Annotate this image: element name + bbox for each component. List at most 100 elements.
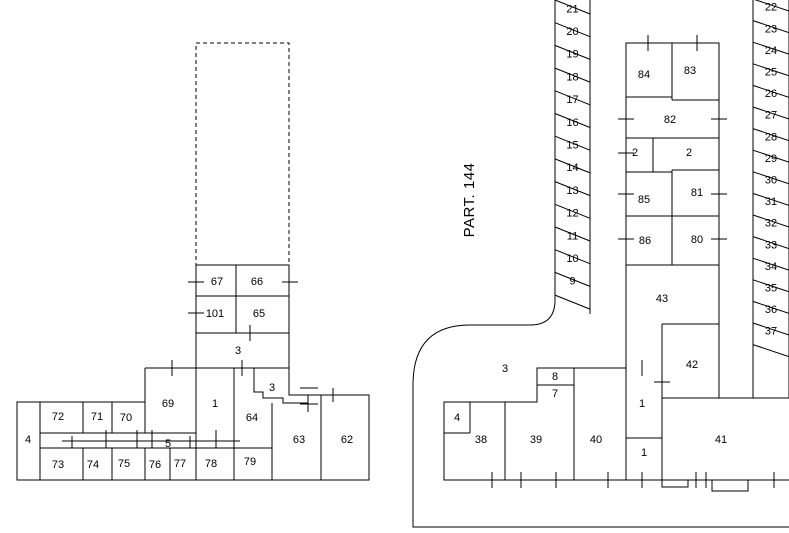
room-label: 2 (686, 147, 692, 159)
parking-stall-number: 14 (566, 162, 578, 174)
parking-stall-number: 18 (566, 71, 578, 83)
room-label: 81 (691, 187, 703, 199)
road-outline (412, 299, 789, 528)
parking-stall-number: 29 (765, 153, 777, 165)
parking-stall-divider (554, 226, 591, 242)
room-label: 7 (552, 388, 558, 400)
parking-stall-divider (752, 236, 789, 250)
room-label: 1 (641, 447, 647, 459)
parking-stall-number: 17 (566, 94, 578, 106)
parking-stall-number: 30 (765, 175, 777, 187)
parking-stall-divider (752, 214, 789, 228)
parking-stall-divider (554, 271, 591, 287)
parking-stall-divider (752, 20, 789, 34)
room-label: 76 (149, 459, 161, 471)
room-label: 75 (118, 458, 130, 470)
parking-stall-number: 35 (765, 283, 777, 295)
room-label: 39 (530, 434, 542, 446)
room-label: 71 (91, 411, 103, 423)
right-building-labels: 84 83 82 2 2 85 81 86 80 43 42 3 8 7 1 4… (454, 65, 727, 459)
parking-stall-number: 34 (765, 261, 777, 273)
room-label: 63 (293, 434, 305, 446)
room-label: 2 (632, 147, 638, 159)
room-label: 3 (235, 345, 241, 357)
parking-stall-divider (554, 22, 591, 38)
parking-stall-number: 32 (765, 218, 777, 230)
left-building (16, 42, 370, 481)
parking-stall-number: 31 (765, 196, 777, 208)
parking-stall-number: 19 (566, 49, 578, 61)
room-label: 86 (639, 235, 651, 247)
parking-stall-divider (752, 63, 789, 77)
room-label: 82 (664, 114, 676, 126)
right-parking-strip (752, 0, 789, 398)
room-label: 101 (206, 308, 224, 320)
parking-stall-divider (752, 41, 789, 55)
parking-stall-number: 37 (765, 326, 777, 338)
room-label: 83 (684, 65, 696, 77)
parking-stall-divider (554, 0, 591, 15)
parking-stall-number: 11 (567, 230, 578, 242)
parking-stall-divider (554, 67, 591, 83)
parking-stall-divider (752, 149, 789, 163)
parking-stall-number: 26 (765, 88, 777, 100)
room-label: 79 (244, 456, 256, 468)
parking-stall-number: 9 (569, 276, 575, 288)
room-label: 1 (639, 398, 645, 410)
parking-stall-divider (752, 84, 789, 98)
room-label: 65 (253, 308, 265, 320)
room-label: 40 (590, 434, 602, 446)
parking-stall-divider (752, 192, 789, 206)
room-label: 42 (686, 359, 698, 371)
room-label: 64 (246, 412, 258, 424)
parking-stall-number: 16 (566, 117, 578, 129)
parking-stall-divider (752, 128, 789, 142)
parking-stall-number: 28 (765, 131, 777, 143)
right-building (443, 35, 789, 492)
room-label: 67 (211, 276, 223, 288)
parking-stall-divider (554, 181, 591, 197)
parking-stall-divider (554, 249, 591, 265)
parking-stall-divider (752, 300, 789, 314)
room-label: 84 (638, 69, 650, 81)
room-label: 74 (87, 459, 99, 471)
room-label: 72 (52, 411, 64, 423)
parking-stall-divider (554, 203, 591, 219)
parking-stall-divider (554, 158, 591, 174)
parking-stall-number: 13 (566, 185, 578, 197)
parking-stall-number: 36 (765, 304, 777, 316)
room-label: 70 (120, 412, 132, 424)
parking-stall-divider (752, 322, 789, 336)
parking-stall-number: 21 (566, 3, 578, 15)
parking-stall-number: 22 (765, 2, 777, 14)
parking-stall-number: 24 (765, 45, 777, 57)
parking-stall-divider (752, 257, 789, 271)
parking-stall-divider (754, 0, 789, 12)
parking-stall-divider (554, 113, 591, 128)
parking-stall-divider (752, 344, 789, 358)
room-label: 80 (691, 234, 703, 246)
room-label: 38 (475, 434, 487, 446)
parking-stall-divider (554, 294, 591, 310)
left-building-labels: 67 66 101 65 3 69 1 64 3 72 71 70 4 5 63… (25, 276, 353, 471)
room-label: 73 (52, 459, 64, 471)
room-label: 66 (251, 276, 263, 288)
parcel-label: PART. 144 (461, 163, 478, 238)
room-label: 41 (715, 434, 727, 446)
room-label: 5 (165, 438, 171, 450)
room-label: 3 (502, 363, 508, 375)
room-label: 1 (212, 398, 218, 410)
room-label: 78 (205, 458, 217, 470)
room-label: 4 (454, 412, 460, 424)
room-label: 43 (656, 293, 668, 305)
parking-stall-divider (554, 44, 591, 60)
parking-stall-number: 23 (765, 23, 777, 35)
room-label: 3 (269, 382, 275, 394)
parking-stall-divider (752, 279, 789, 293)
room-label: 4 (25, 434, 31, 446)
parking-stall-number: 25 (765, 67, 777, 79)
room-label: 69 (162, 398, 174, 410)
